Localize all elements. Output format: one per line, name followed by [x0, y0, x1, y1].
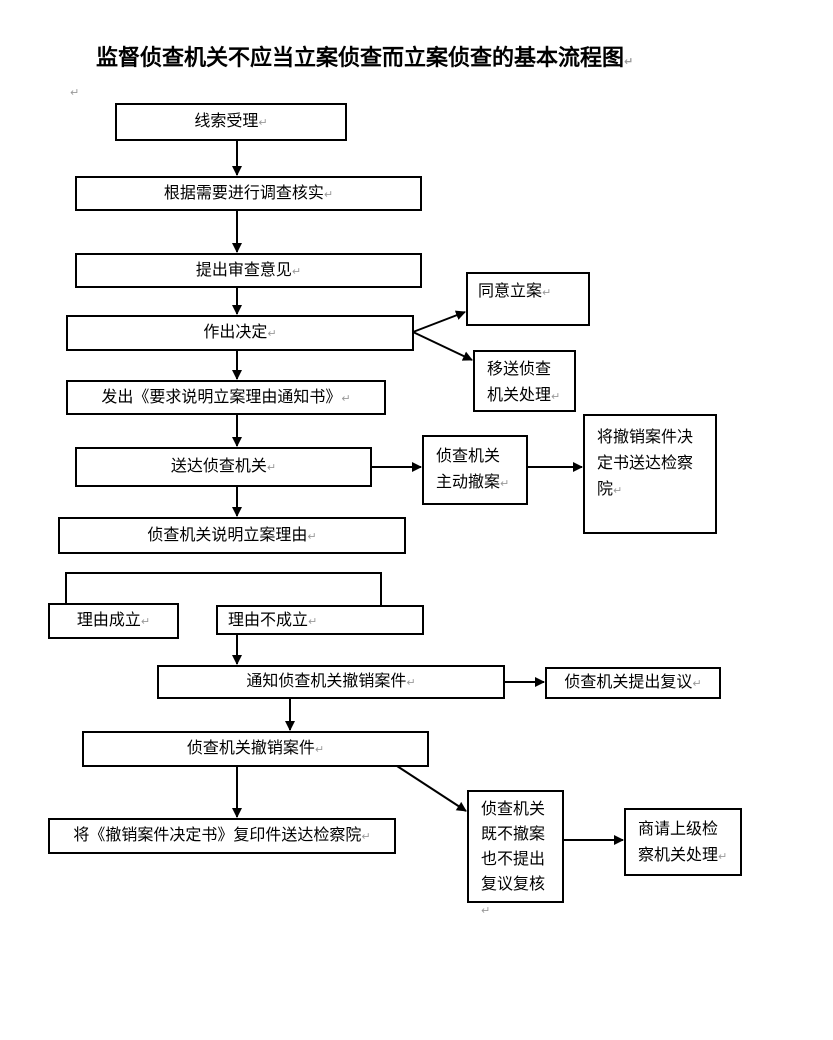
node-label: 发出《要求说明立案理由通知书》	[101, 384, 350, 412]
node-label: 侦查机关说明立案理由	[147, 522, 316, 550]
node-notice: 发出《要求说明立案理由通知书》	[66, 380, 386, 415]
node-label: 移送侦查机关处理	[487, 359, 560, 404]
node-label: 线索受理	[194, 108, 267, 136]
node-explain: 侦查机关说明立案理由	[58, 517, 406, 554]
node-neither: 侦查机关既不撤案也不提出复议复核	[467, 790, 564, 918]
node-opinion: 提出审查意见	[75, 253, 422, 288]
paragraph-mark: ↵	[70, 86, 80, 99]
node-label: 侦查机关既不撤案也不提出复议复核	[481, 799, 545, 918]
node-reason-valid: 理由成立	[48, 603, 179, 639]
node-label: 理由成立	[77, 607, 150, 635]
node-label: 商请上级检察机关处理	[638, 819, 727, 864]
node-label: 侦查机关提出复议	[564, 669, 701, 697]
arrow	[396, 765, 467, 812]
node-label: 侦查机关主动撤案	[436, 446, 509, 491]
node-label: 侦查机关撤销案件	[187, 735, 324, 763]
node-self-cancel: 侦查机关主动撤案	[422, 435, 528, 505]
page-title: 监督侦查机关不应当立案侦查而立案侦查的基本流程图	[96, 40, 633, 72]
node-clue: 线索受理	[115, 103, 347, 141]
arrow	[412, 331, 473, 361]
branch-bracket	[65, 572, 382, 605]
node-decision: 作出决定	[66, 315, 414, 351]
node-label: 作出决定	[203, 319, 276, 347]
node-label: 理由不成立	[228, 610, 317, 629]
node-agree: 同意立案	[466, 272, 590, 326]
node-send-copy: 将《撤销案件决定书》复印件送达检察院	[48, 818, 396, 854]
node-reconsider: 侦查机关提出复议	[545, 667, 721, 699]
node-reason-invalid: 理由不成立	[216, 605, 424, 635]
node-send-decision: 将撤销案件决定书送达检察院	[583, 414, 717, 534]
node-label: 将《撤销案件决定书》复印件送达检察院	[73, 822, 370, 850]
node-label: 根据需要进行调查核实	[164, 180, 333, 208]
node-label: 同意立案	[478, 281, 551, 300]
node-label: 将撤销案件决定书送达检察院	[597, 427, 693, 498]
node-label: 送达侦查机关	[171, 453, 276, 481]
node-notify-cancel: 通知侦查机关撤销案件	[157, 665, 505, 699]
node-label: 提出审查意见	[196, 257, 301, 285]
arrow	[412, 310, 466, 333]
node-deliver: 送达侦查机关	[75, 447, 372, 487]
node-investigate: 根据需要进行调查核实	[75, 176, 422, 211]
node-cancel: 侦查机关撤销案件	[82, 731, 429, 767]
node-superior: 商请上级检察机关处理	[624, 808, 742, 876]
node-label: 通知侦查机关撤销案件	[246, 668, 415, 696]
node-transfer: 移送侦查机关处理	[473, 350, 576, 412]
